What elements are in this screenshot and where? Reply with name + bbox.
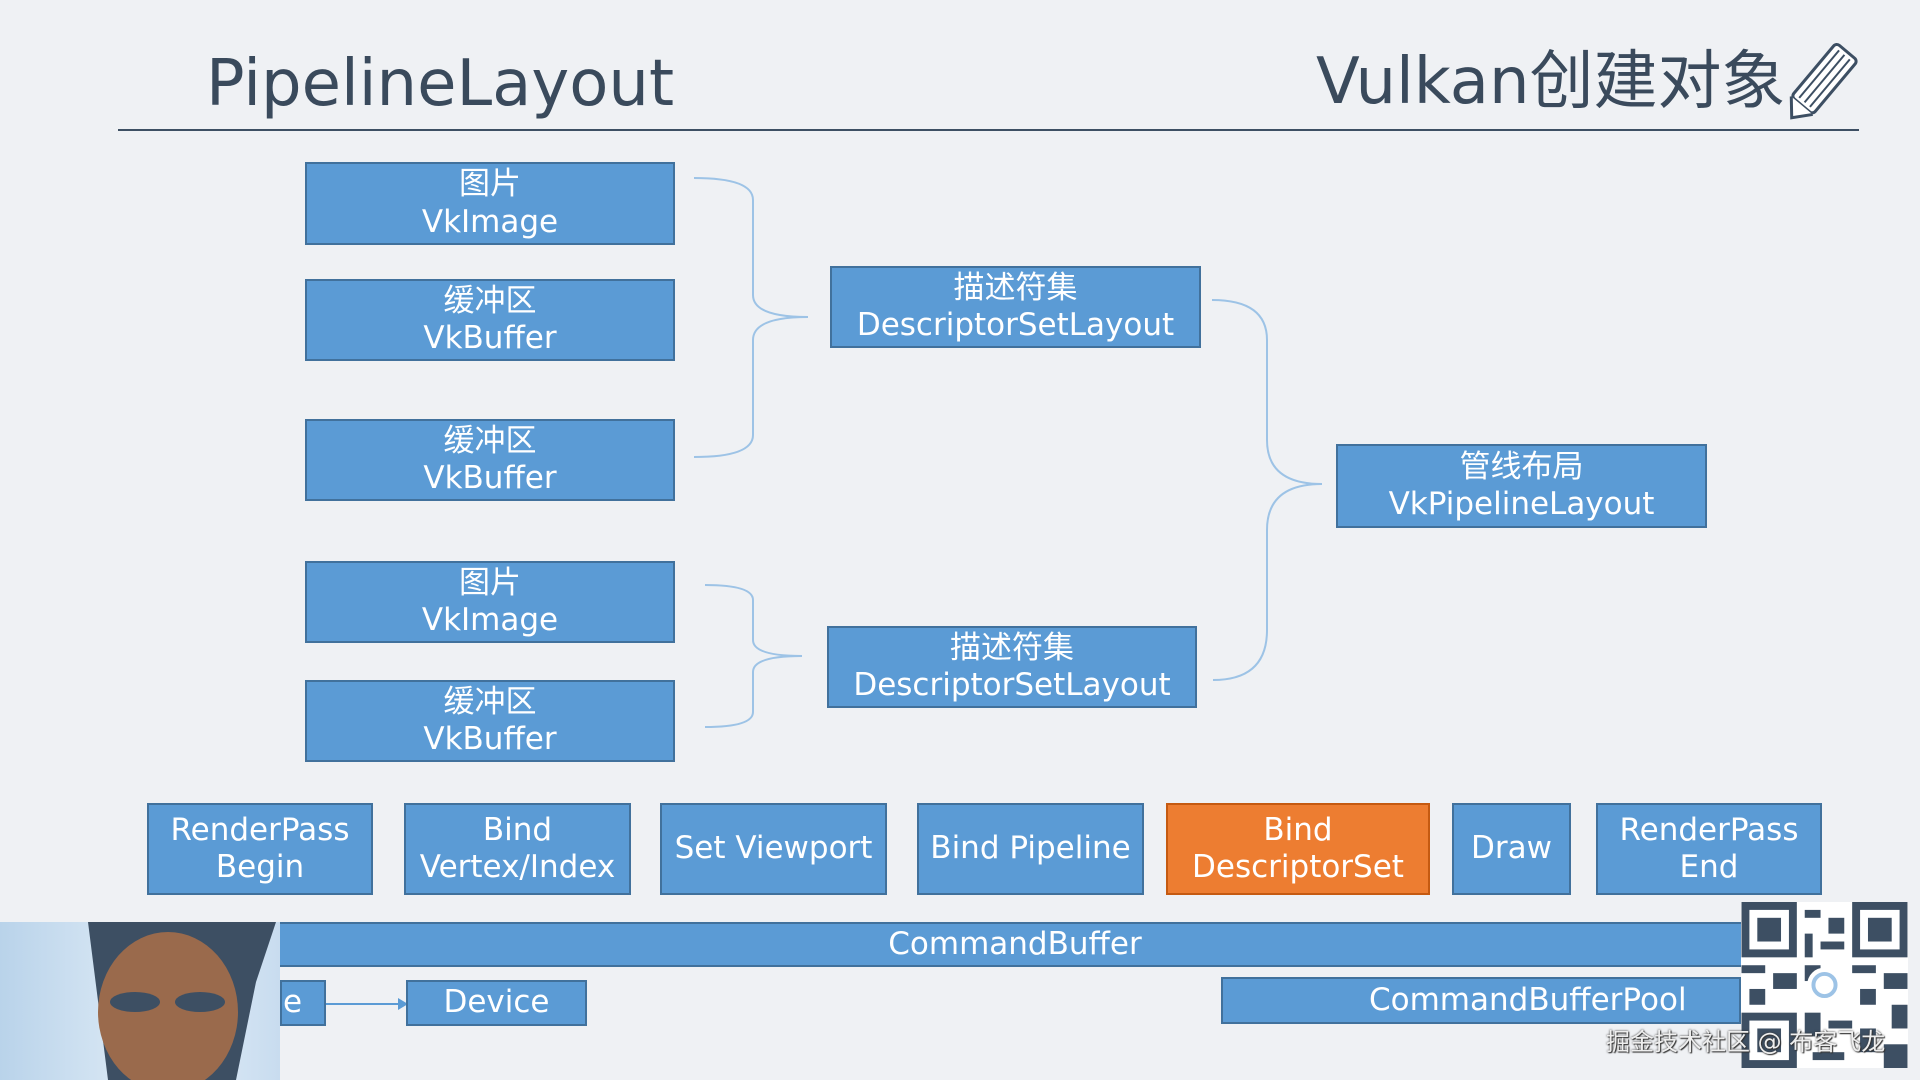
slide-title: PipelineLayout bbox=[206, 47, 675, 121]
qr-code bbox=[1741, 902, 1908, 1068]
arrow-head bbox=[398, 998, 408, 1010]
webcam-overlay bbox=[0, 922, 280, 1080]
bracket-2 bbox=[704, 584, 803, 728]
section-title: Vulkan创建对象 bbox=[1316, 45, 1786, 119]
title-divider bbox=[118, 129, 1859, 131]
bracket-3 bbox=[1211, 299, 1323, 681]
cmd-set-viewport: Set Viewport bbox=[660, 803, 887, 895]
pencil-icon bbox=[1789, 42, 1858, 120]
bracket-1 bbox=[693, 177, 809, 458]
cmd-draw: Draw bbox=[1452, 803, 1571, 895]
partial-box-text: e bbox=[283, 984, 303, 1021]
partial-box: e bbox=[280, 980, 326, 1026]
command-buffer-bar: CommandBuffer bbox=[150, 922, 1750, 967]
cmd-bind-pipeline: Bind Pipeline bbox=[917, 803, 1144, 895]
command-buffer-pool: CommandBufferPool bbox=[1221, 977, 1741, 1024]
watermark: 掘金技术社区 @ 布客飞龙 bbox=[1606, 1028, 1886, 1056]
device-box: Device bbox=[406, 980, 587, 1026]
